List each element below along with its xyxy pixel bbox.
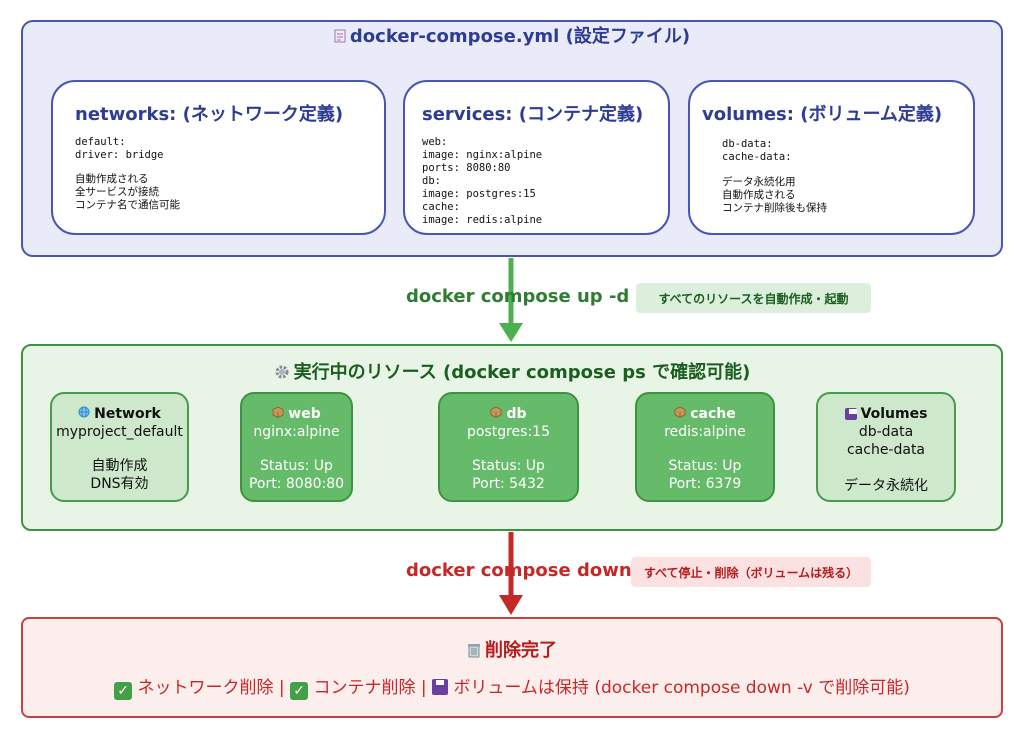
check-icon: ✓ (290, 682, 309, 700)
running-title-text: 実行中のリソース (docker compose ps で確認可能) (293, 362, 751, 383)
done-item-container: コンテナ削除 | (313, 678, 427, 698)
web-node-name: web (288, 406, 321, 422)
services-yaml: web: image: nginx:alpine ports: 8080:80 … (422, 136, 543, 226)
db-node-title: db (440, 405, 577, 423)
cache-node-status: Status: Up (668, 458, 742, 474)
cache-node-name: cache (690, 406, 736, 422)
running-title: 実行中のリソース (docker compose ps で確認可能) (0, 358, 1024, 384)
cache-node-image: redis:alpine (664, 424, 746, 440)
db-node-status: Status: Up (472, 458, 545, 474)
networks-card: networks: (ネットワーク定義) default: driver: br… (51, 80, 386, 235)
config-title: docker-compose.yml (設定ファイル) (0, 22, 1024, 48)
volumes-card: volumes: (ボリューム定義) db-data: cache-data: … (688, 80, 975, 235)
document-icon (334, 29, 346, 46)
package-icon (272, 405, 284, 423)
network-node: Network myproject_default 自動作成 DNS有効 (50, 392, 189, 502)
done-title-text: 削除完了 (485, 640, 557, 661)
floppy-icon (844, 405, 857, 423)
web-container-node: web nginx:alpine Status: Up Port: 8080:8… (240, 392, 353, 502)
globe-icon (78, 405, 90, 423)
volumes-note: データ永続化用 自動作成される コンテナ削除後も保持 (722, 176, 827, 214)
networks-note: 自動作成される 全サービスが接続 コンテナ名で通信可能 (75, 173, 180, 211)
gear-icon (274, 364, 290, 383)
network-node-line1: 自動作成 (91, 458, 148, 474)
services-heading: services: (コンテナ定義) (422, 104, 644, 125)
volumes-heading: volumes: (ボリューム定義) (702, 104, 943, 125)
volumes-node-line1: db-data (858, 424, 914, 440)
done-item-volume: ボリュームは保持 (docker compose down -v で削除可能) (453, 678, 910, 698)
network-node-line2: DNS有効 (90, 476, 149, 492)
cache-node-title: cache (637, 405, 773, 423)
done-summary: ✓ ネットワーク削除 | ✓ コンテナ削除 | ボリュームは保持 (docker… (0, 673, 1024, 700)
web-node-port: Port: 8080:80 (248, 476, 345, 492)
services-card: services: (コンテナ定義) web: image: nginx:alp… (403, 80, 670, 235)
compose-down-command: docker compose down (406, 560, 632, 581)
volumes-node-line3: データ永続化 (844, 478, 928, 494)
network-node-title: Network (52, 405, 187, 423)
compose-down-badge: すべて停止・削除（ボリュームは残る） (631, 557, 871, 587)
networks-yaml: default: driver: bridge (75, 136, 164, 161)
compose-up-badge: すべてのリソースを自動作成・起動 (636, 283, 871, 313)
db-node-image: postgres:15 (466, 424, 550, 440)
volumes-node-title: Volumes (818, 405, 954, 423)
done-panel (21, 617, 1003, 718)
cache-node-port: Port: 6379 (668, 476, 742, 492)
check-icon: ✓ (114, 682, 133, 700)
package-icon (490, 405, 502, 423)
down-arrow-head (499, 595, 523, 615)
trash-icon (467, 642, 481, 661)
volumes-node-name: Volumes (860, 406, 928, 422)
web-node-title: web (242, 405, 351, 423)
volumes-node-line2: cache-data (846, 442, 926, 458)
volumes-yaml: db-data: cache-data: (722, 138, 792, 163)
db-container-node: db postgres:15 Status: Up Port: 5432 (438, 392, 579, 502)
compose-up-command: docker compose up -d (406, 286, 630, 307)
volumes-node: Volumes db-data cache-data データ永続化 (816, 392, 956, 502)
db-node-port: Port: 5432 (472, 476, 545, 492)
network-node-name: Network (94, 406, 161, 422)
db-node-name: db (506, 406, 527, 422)
web-node-status: Status: Up (260, 458, 333, 474)
done-item-network: ネットワーク削除 | (137, 678, 285, 698)
floppy-icon (432, 679, 449, 695)
done-title: 削除完了 (0, 636, 1024, 662)
network-node-sub: myproject_default (56, 424, 183, 440)
cache-container-node: cache redis:alpine Status: Up Port: 6379 (635, 392, 775, 502)
networks-heading: networks: (ネットワーク定義) (75, 104, 344, 125)
up-arrow-head (499, 323, 523, 342)
config-title-text: docker-compose.yml (設定ファイル) (349, 26, 691, 47)
web-node-image: nginx:alpine (253, 424, 340, 440)
package-icon (674, 405, 686, 423)
